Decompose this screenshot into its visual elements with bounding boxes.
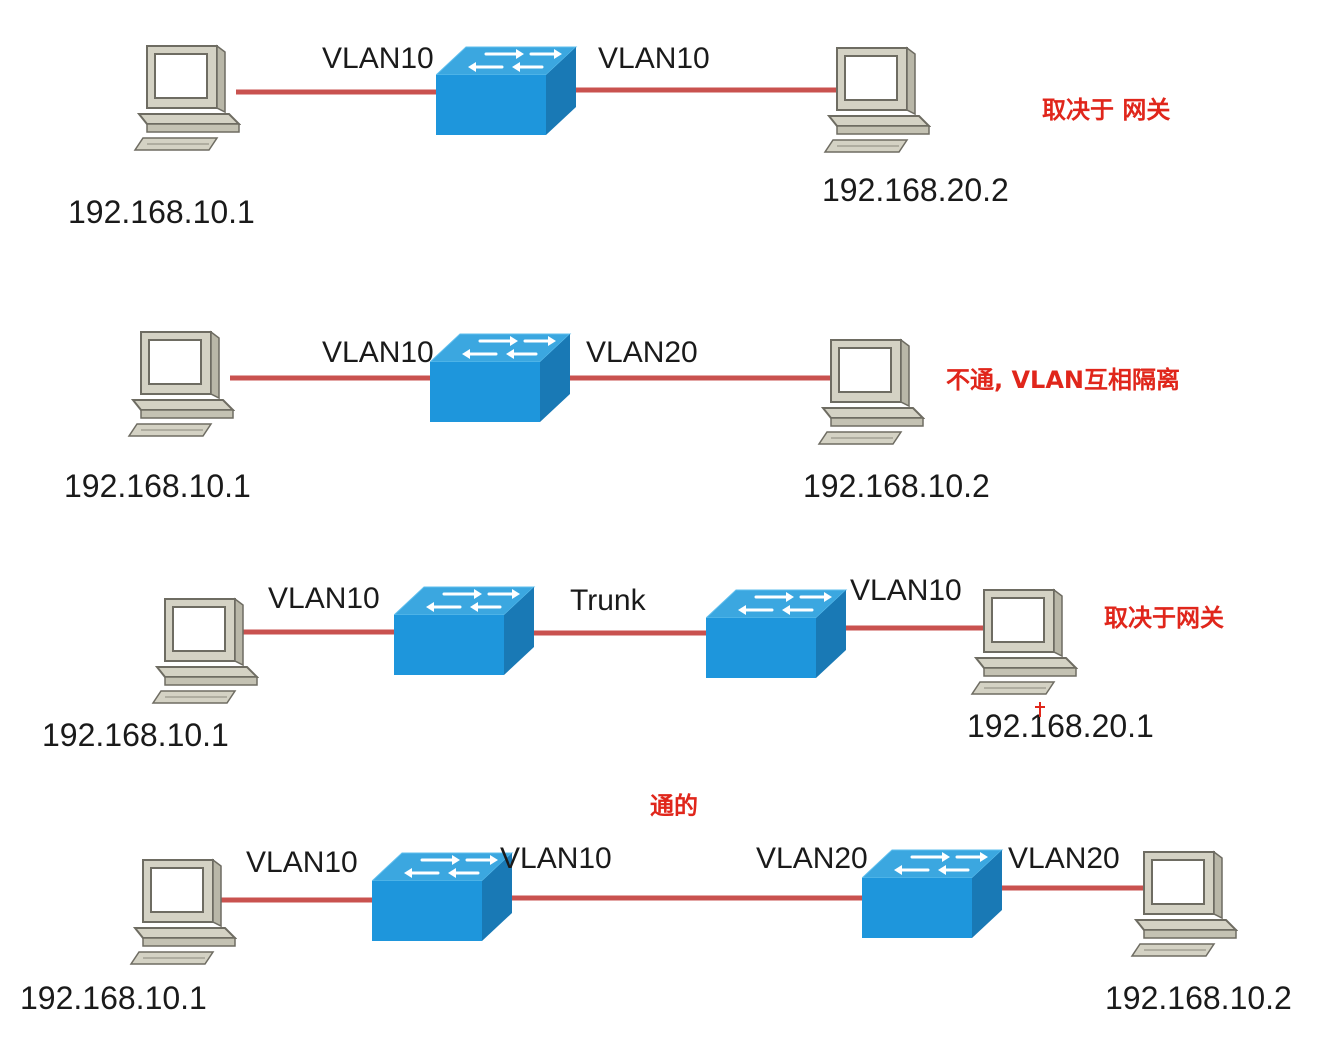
- vlan-label: VLAN20: [756, 842, 868, 875]
- cursor-mark-icon: [1035, 702, 1045, 717]
- ip-address: 192.168.10.1: [68, 194, 255, 230]
- vlan-label: VLAN10: [322, 42, 434, 75]
- vlan-label: VLAN10: [246, 846, 358, 879]
- ip-address: 192.168.10.2: [803, 468, 990, 504]
- trunk-label: Trunk: [570, 584, 646, 617]
- computer-icon: [133, 44, 241, 151]
- vlan-label: VLAN10: [850, 574, 962, 607]
- result-note: 取决于 网关: [1042, 96, 1171, 124]
- computer-icon: [127, 330, 235, 437]
- switch-icon: [394, 586, 536, 675]
- computer-icon: [1130, 850, 1238, 957]
- result-note: 通的: [650, 792, 698, 820]
- computer-icon: [823, 46, 931, 153]
- ip-address: 192.168.10.2: [1105, 980, 1292, 1016]
- vlan-label: VLAN20: [586, 336, 698, 369]
- result-note: 取决于网关: [1104, 604, 1224, 632]
- vlan-label: VLAN10: [322, 336, 434, 369]
- computer-icon: [817, 338, 925, 445]
- switch-icon: [436, 46, 578, 135]
- ip-address: 192.168.10.1: [42, 717, 229, 753]
- computer-icon: [151, 597, 259, 704]
- vlan-label: VLAN10: [598, 42, 710, 75]
- switch-icon: [862, 849, 1004, 938]
- switch-icon: [430, 333, 572, 422]
- switch-icon: [706, 589, 848, 678]
- ip-address: 192.168.20.1: [967, 708, 1154, 744]
- vlan-label: VLAN10: [500, 842, 612, 875]
- computer-icon: [970, 588, 1078, 695]
- ip-address: 192.168.10.1: [64, 468, 251, 504]
- vlan-label: VLAN10: [268, 582, 380, 615]
- vlan-label: VLAN20: [1008, 842, 1120, 875]
- computer-icon: [129, 858, 237, 965]
- result-note: 不通, VLAN互相隔离: [946, 366, 1180, 394]
- ip-address: 192.168.10.1: [20, 980, 207, 1016]
- switch-icon: [372, 852, 514, 941]
- ip-address: 192.168.20.2: [822, 172, 1009, 208]
